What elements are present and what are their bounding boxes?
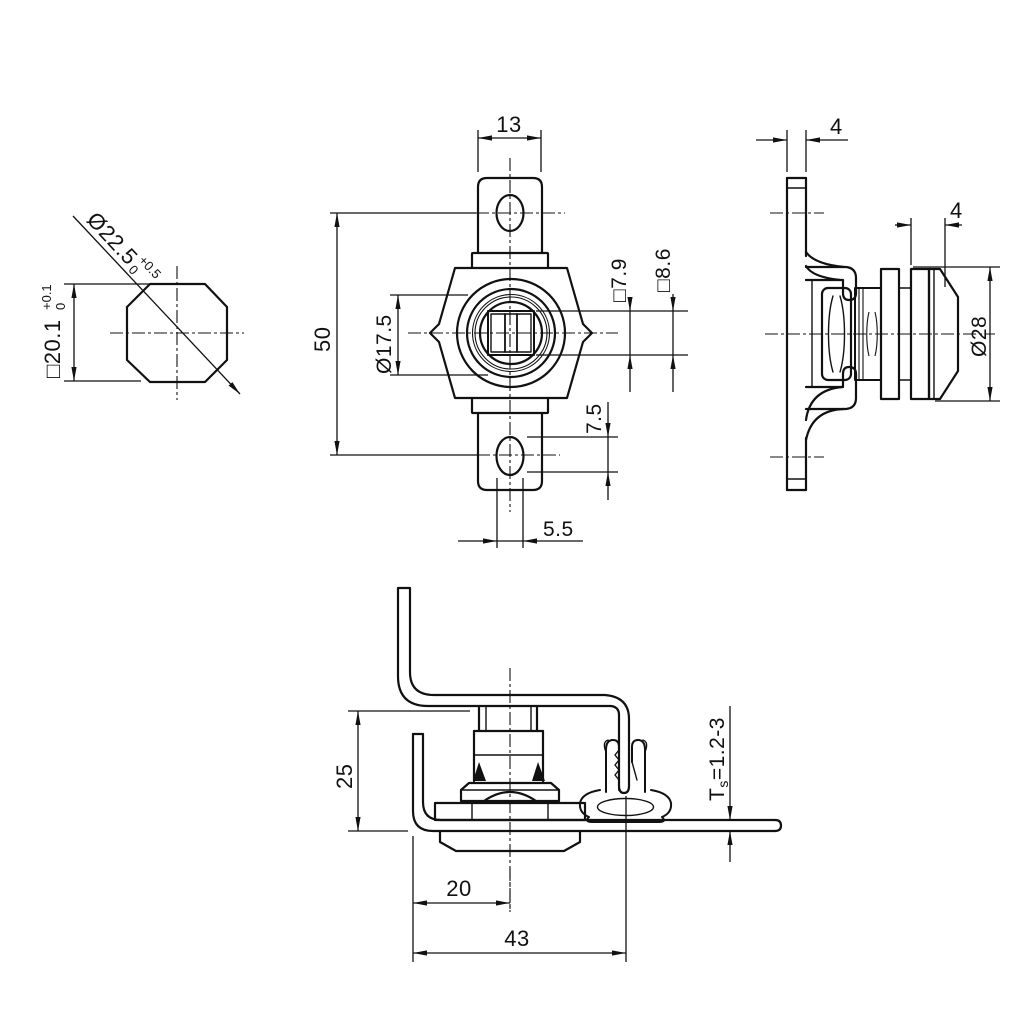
barrel-lens-arc xyxy=(827,295,834,373)
arrowhead xyxy=(605,472,611,486)
dim-head-diameter-label: Ø28 xyxy=(968,316,991,357)
drive-square-outer-dim: □8.6 xyxy=(652,248,675,292)
hole-spacing-dim: 50 xyxy=(310,327,335,352)
side-view: 4 4 Ø28 xyxy=(756,114,1000,492)
dim-cutout-diameter-label: Ø22.5 xyxy=(82,207,143,270)
cam-tongue-outline xyxy=(396,586,631,795)
arrowhead xyxy=(670,297,676,311)
arrowhead xyxy=(727,806,733,820)
arrowhead xyxy=(355,817,361,831)
dim-collar-diameter-label: Ø17.5 xyxy=(373,314,396,374)
arrowhead xyxy=(496,900,510,906)
arrowhead xyxy=(727,831,733,845)
flange-dome xyxy=(482,790,538,803)
clip-right-prong xyxy=(631,739,646,793)
arrowhead xyxy=(355,711,361,725)
bracket-inner-face xyxy=(421,732,777,822)
drive-square-inner-dim: □7.9 xyxy=(608,258,631,302)
octagon-cutout-outline xyxy=(125,282,229,384)
arrowhead xyxy=(897,222,911,228)
diagonal-leader-line xyxy=(72,215,241,395)
arrowhead xyxy=(773,137,787,143)
head-diameter-dim: Ø28 xyxy=(968,316,991,357)
arrowhead xyxy=(334,441,340,455)
arrowhead xyxy=(523,538,537,544)
dim-slot-height-label: 7.5 xyxy=(583,403,606,434)
arrowhead xyxy=(478,135,492,141)
cutout-diameter-dim: Ø22.5 +0.5 0 xyxy=(82,207,164,281)
panel-thickness-T: T xyxy=(706,788,729,801)
panel-end-cap xyxy=(773,818,783,833)
dim-cutout-square-tol-upper: +0.1 xyxy=(39,284,54,310)
top-tab-outline xyxy=(476,176,544,255)
clip-curl xyxy=(642,739,648,753)
arrowhead xyxy=(334,213,340,227)
dim-cutout-square-tol-lower: 0 xyxy=(53,303,68,310)
panel-thickness-range: =1.2-3 xyxy=(706,717,729,780)
arrowhead xyxy=(612,950,626,956)
cutout-view: Ø22.5 +0.5 0 □20.1 +0.1 0 xyxy=(39,207,244,400)
dim-overall-length-label: 43 xyxy=(504,926,529,951)
plate-joggle xyxy=(804,407,846,442)
arrowhead xyxy=(627,297,633,311)
clip-serration xyxy=(614,749,620,781)
barrel-lens-arc xyxy=(839,295,846,373)
clip-left-prong xyxy=(605,739,620,793)
arrowhead xyxy=(670,355,676,369)
dim-cam-height-label: 25 xyxy=(332,764,357,789)
arrowhead xyxy=(627,355,633,369)
arrowhead xyxy=(395,295,401,309)
bracket-outer-face xyxy=(411,732,442,833)
seal-wedge xyxy=(473,762,486,781)
arrowhead xyxy=(413,900,427,906)
front-view: 13 50 Ø17.5 □7.9 □8.6 xyxy=(310,112,688,548)
panel-thickness-dim: Ts=1.2-3 xyxy=(706,717,731,801)
dim-cutout-square-label: □20.1 xyxy=(40,319,65,378)
arrowhead xyxy=(71,284,77,298)
dim-head-depth-label: 4 xyxy=(950,198,963,223)
arrowhead xyxy=(987,267,993,281)
plate-joggle xyxy=(804,385,844,422)
arrowhead xyxy=(806,137,820,143)
dim-drive-square-inner-label: □7.9 xyxy=(608,258,631,302)
arrowhead xyxy=(605,423,611,437)
arrowhead xyxy=(395,361,401,375)
dim-tab-width-label: 13 xyxy=(496,112,521,137)
installed-view: 25 Ts=1.2-3 20 43 xyxy=(332,586,783,962)
clip-lip xyxy=(631,761,638,781)
arrowhead xyxy=(987,387,993,401)
dim-cam-offset-label: 20 xyxy=(446,876,471,901)
dim-tab-thickness-label: 4 xyxy=(830,114,843,139)
cutout-square-dim: □20.1 +0.1 0 xyxy=(39,284,68,378)
slot-height-dim: 7.5 xyxy=(583,403,606,434)
dim-slot-width-label: 5.5 xyxy=(543,518,574,541)
dim-hole-spacing-label: 50 xyxy=(310,327,335,352)
cam-pocket-bottom-hook xyxy=(804,365,858,411)
dim-drive-square-outer-label: □8.6 xyxy=(652,248,675,292)
plate-joggle xyxy=(804,250,846,269)
collar-diameter-dim: Ø17.5 xyxy=(373,314,396,374)
seal-wedge xyxy=(532,762,545,781)
body-hexagon-outline xyxy=(428,266,594,400)
cam-height-dim: 25 xyxy=(332,764,357,789)
head-outline xyxy=(927,267,960,401)
arrowhead xyxy=(413,950,427,956)
arrowhead xyxy=(228,382,240,394)
arrowhead xyxy=(945,222,959,228)
arrowhead xyxy=(483,538,497,544)
head-outline xyxy=(438,829,582,853)
neck-lens-arc xyxy=(866,311,870,357)
arrowhead xyxy=(527,135,541,141)
dim-panel-thickness-label: Ts=1.2-3 xyxy=(706,717,731,801)
collar-circle xyxy=(465,287,557,379)
clip-curl xyxy=(603,739,609,753)
arrowhead xyxy=(71,367,77,381)
panel-thickness-s: s xyxy=(715,780,731,788)
